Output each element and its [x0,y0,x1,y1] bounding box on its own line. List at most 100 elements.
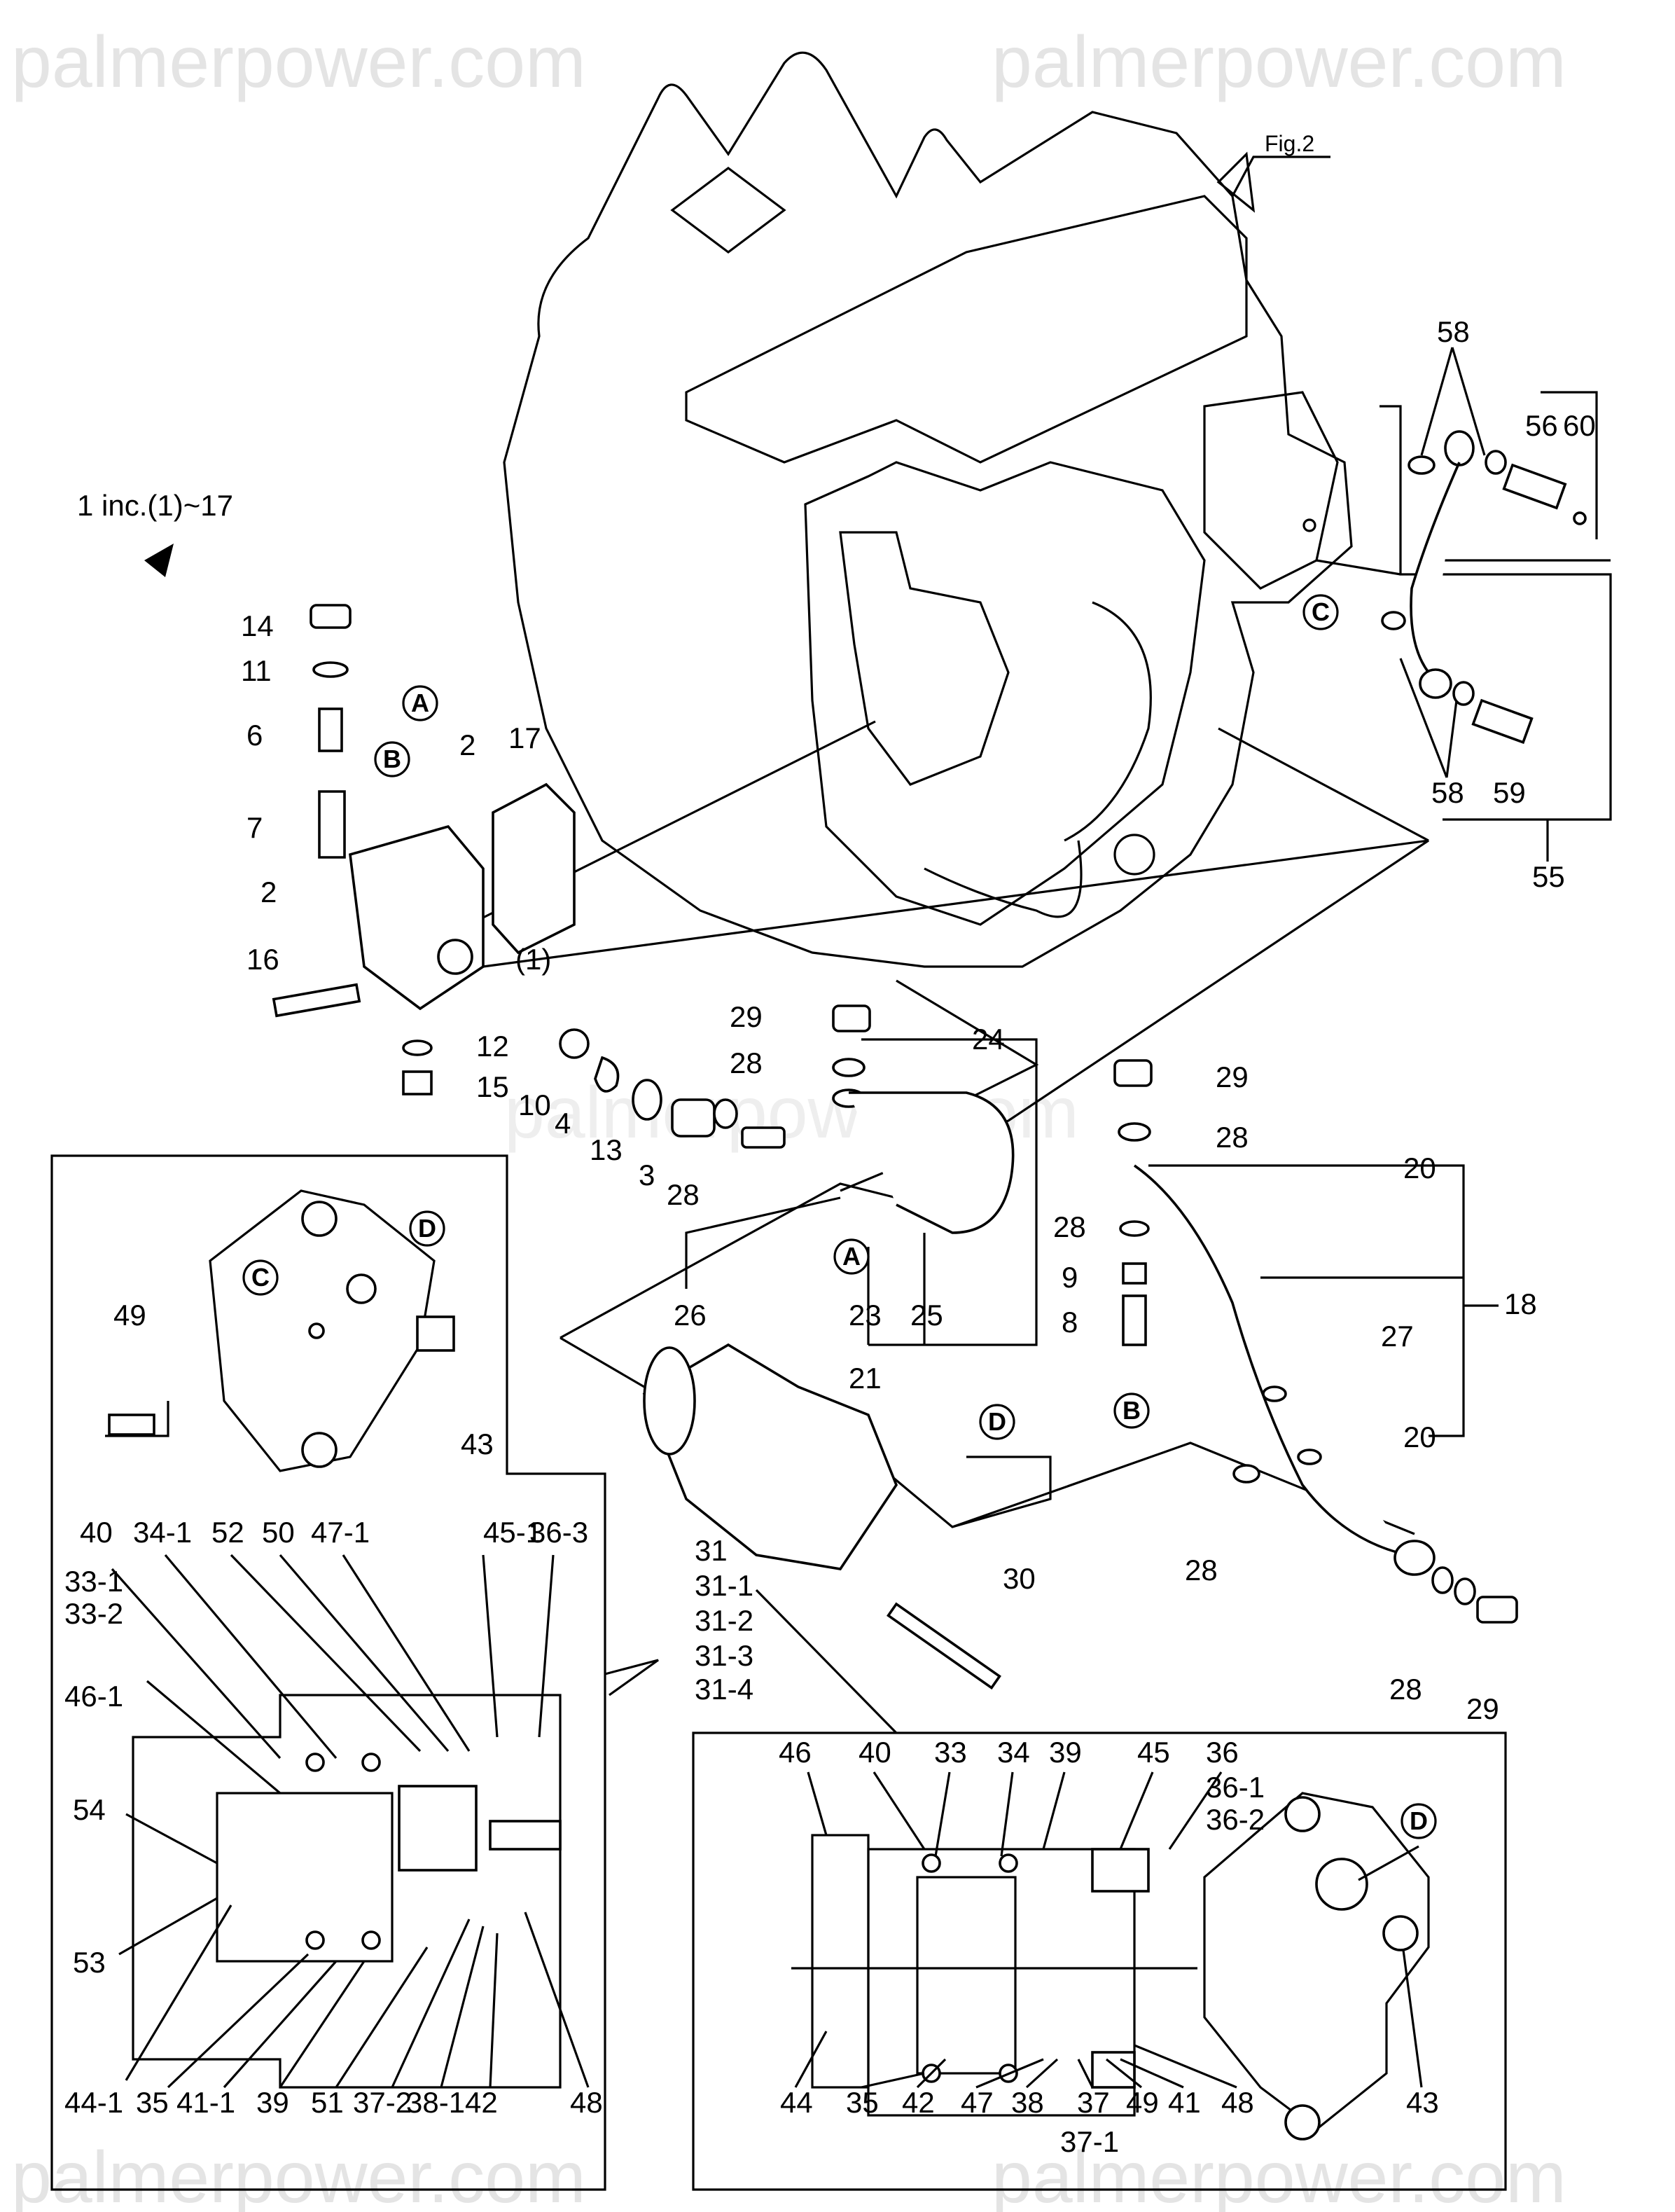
bolt-16 [272,983,361,1018]
part-label: 23 [849,1299,882,1332]
part-label: 2 [260,876,277,908]
part-label: 49 [1126,2086,1159,2119]
part-label: 35 [136,2086,169,2119]
part-label: 60 [1563,409,1596,442]
part-label: 52 [211,1516,244,1549]
bolt-30 [887,1602,1001,1690]
part-label: 37-2 [353,2086,412,2119]
marker-circle [979,1404,1015,1440]
part-label: 29 [1216,1060,1249,1093]
part-label: 8 [1062,1306,1078,1339]
part-label: 30 [1003,1562,1036,1595]
marker-letter: B [1123,1396,1141,1425]
part-label: 54 [73,1793,106,1826]
part-label: 31-3 [695,1639,753,1672]
part-label: 43 [1406,2086,1439,2119]
part-label: 13 [590,1133,623,1166]
marker-circle [409,1210,445,1247]
inset-right-section-view [692,1589,1507,2191]
watermark: palmerpower.com [11,2137,586,2212]
marker-letter: C [251,1263,270,1292]
part-label: 55 [1532,860,1565,893]
part-label: 42 [465,2086,498,2119]
part-label: 49 [113,1299,146,1332]
part-label: 33 [934,1736,967,1769]
watermark: palmerpower.com [11,22,586,103]
part-label: 31 [695,1534,728,1567]
part-label: 41 [1168,2086,1201,2119]
part-label: 25 [910,1299,943,1332]
part-label: 20 [1403,1152,1436,1184]
part-label: 28 [1216,1121,1249,1154]
part-label: 10 [518,1088,551,1121]
assembly-note: 1 inc.(1)~17 [77,489,233,522]
part-label: 24 [972,1023,1005,1056]
part-label: 46-1 [64,1680,123,1713]
part-label: 2 [459,728,475,761]
part-label: 42 [902,2086,935,2119]
part-label: 37 [1077,2086,1110,2119]
reference-marker: A [402,685,438,721]
reference-marker: C [1302,594,1339,630]
part-label: 20 [1403,1420,1436,1453]
valve-block-1 [349,824,485,1011]
gasket-17 [492,782,576,955]
part-label: 31-2 [695,1604,753,1637]
part-label: 12 [476,1030,509,1063]
marker-letter: A [842,1242,861,1271]
part-label: (1) [515,943,551,976]
part-label: 56 [1525,409,1558,442]
part-label: 34 [997,1736,1030,1769]
reference-marker: A [833,1238,870,1275]
part-label: 40 [859,1736,891,1769]
watermark: palmerpower.com [992,2137,1566,2212]
part-label: 58 [1431,776,1464,809]
part-label: 43 [461,1428,494,1460]
part-label: 41-1 [176,2086,235,2119]
marker-circle [402,685,438,721]
part-label: 29 [730,1000,763,1033]
part-label: 45-1 [483,1516,542,1549]
marker-letter: D [988,1407,1006,1436]
part-label: 31-4 [695,1673,753,1706]
part-label: 50 [262,1516,295,1549]
part-label: 44 [780,2086,813,2119]
reference-marker: D [409,1210,445,1247]
part-label: 37-1 [1060,2125,1119,2158]
part-label: 47 [961,2086,994,2119]
part-label: 16 [246,943,279,976]
inset-left-section-view [50,1154,659,2191]
marker-letter: D [1410,1806,1428,1835]
part-label: 48 [1221,2086,1254,2119]
part-label: 39 [1049,1736,1082,1769]
pump-31 [642,1343,898,1570]
marker-letter: B [383,745,401,773]
part-label: 26 [674,1299,707,1332]
part-label: 6 [246,719,263,752]
part-label: 36-2 [1206,1803,1265,1836]
part-label: 3 [639,1159,655,1191]
o-ring-11 [312,661,349,678]
part-label: 33-2 [64,1597,123,1630]
figure-reference: Fig.2 [1265,131,1314,156]
pump-housing [503,51,1353,968]
reference-marker: D [979,1404,1015,1440]
marker-circle [374,741,410,777]
part-label: 28 [667,1178,700,1211]
marker-circle [833,1238,870,1275]
part-label: 51 [311,2086,344,2119]
part-label: 59 [1493,776,1526,809]
part-label: 27 [1381,1320,1414,1353]
plug-14 [310,604,352,629]
part-label: 48 [570,2086,603,2119]
part-label: 29 [1466,1692,1499,1725]
part-label: 36 [1206,1736,1239,1769]
part-label: 28 [730,1046,763,1079]
part-label: 28 [1053,1210,1086,1243]
part-label: 38 [1011,2086,1044,2119]
part-label: 33-1 [64,1565,123,1598]
parts [144,430,1587,1690]
